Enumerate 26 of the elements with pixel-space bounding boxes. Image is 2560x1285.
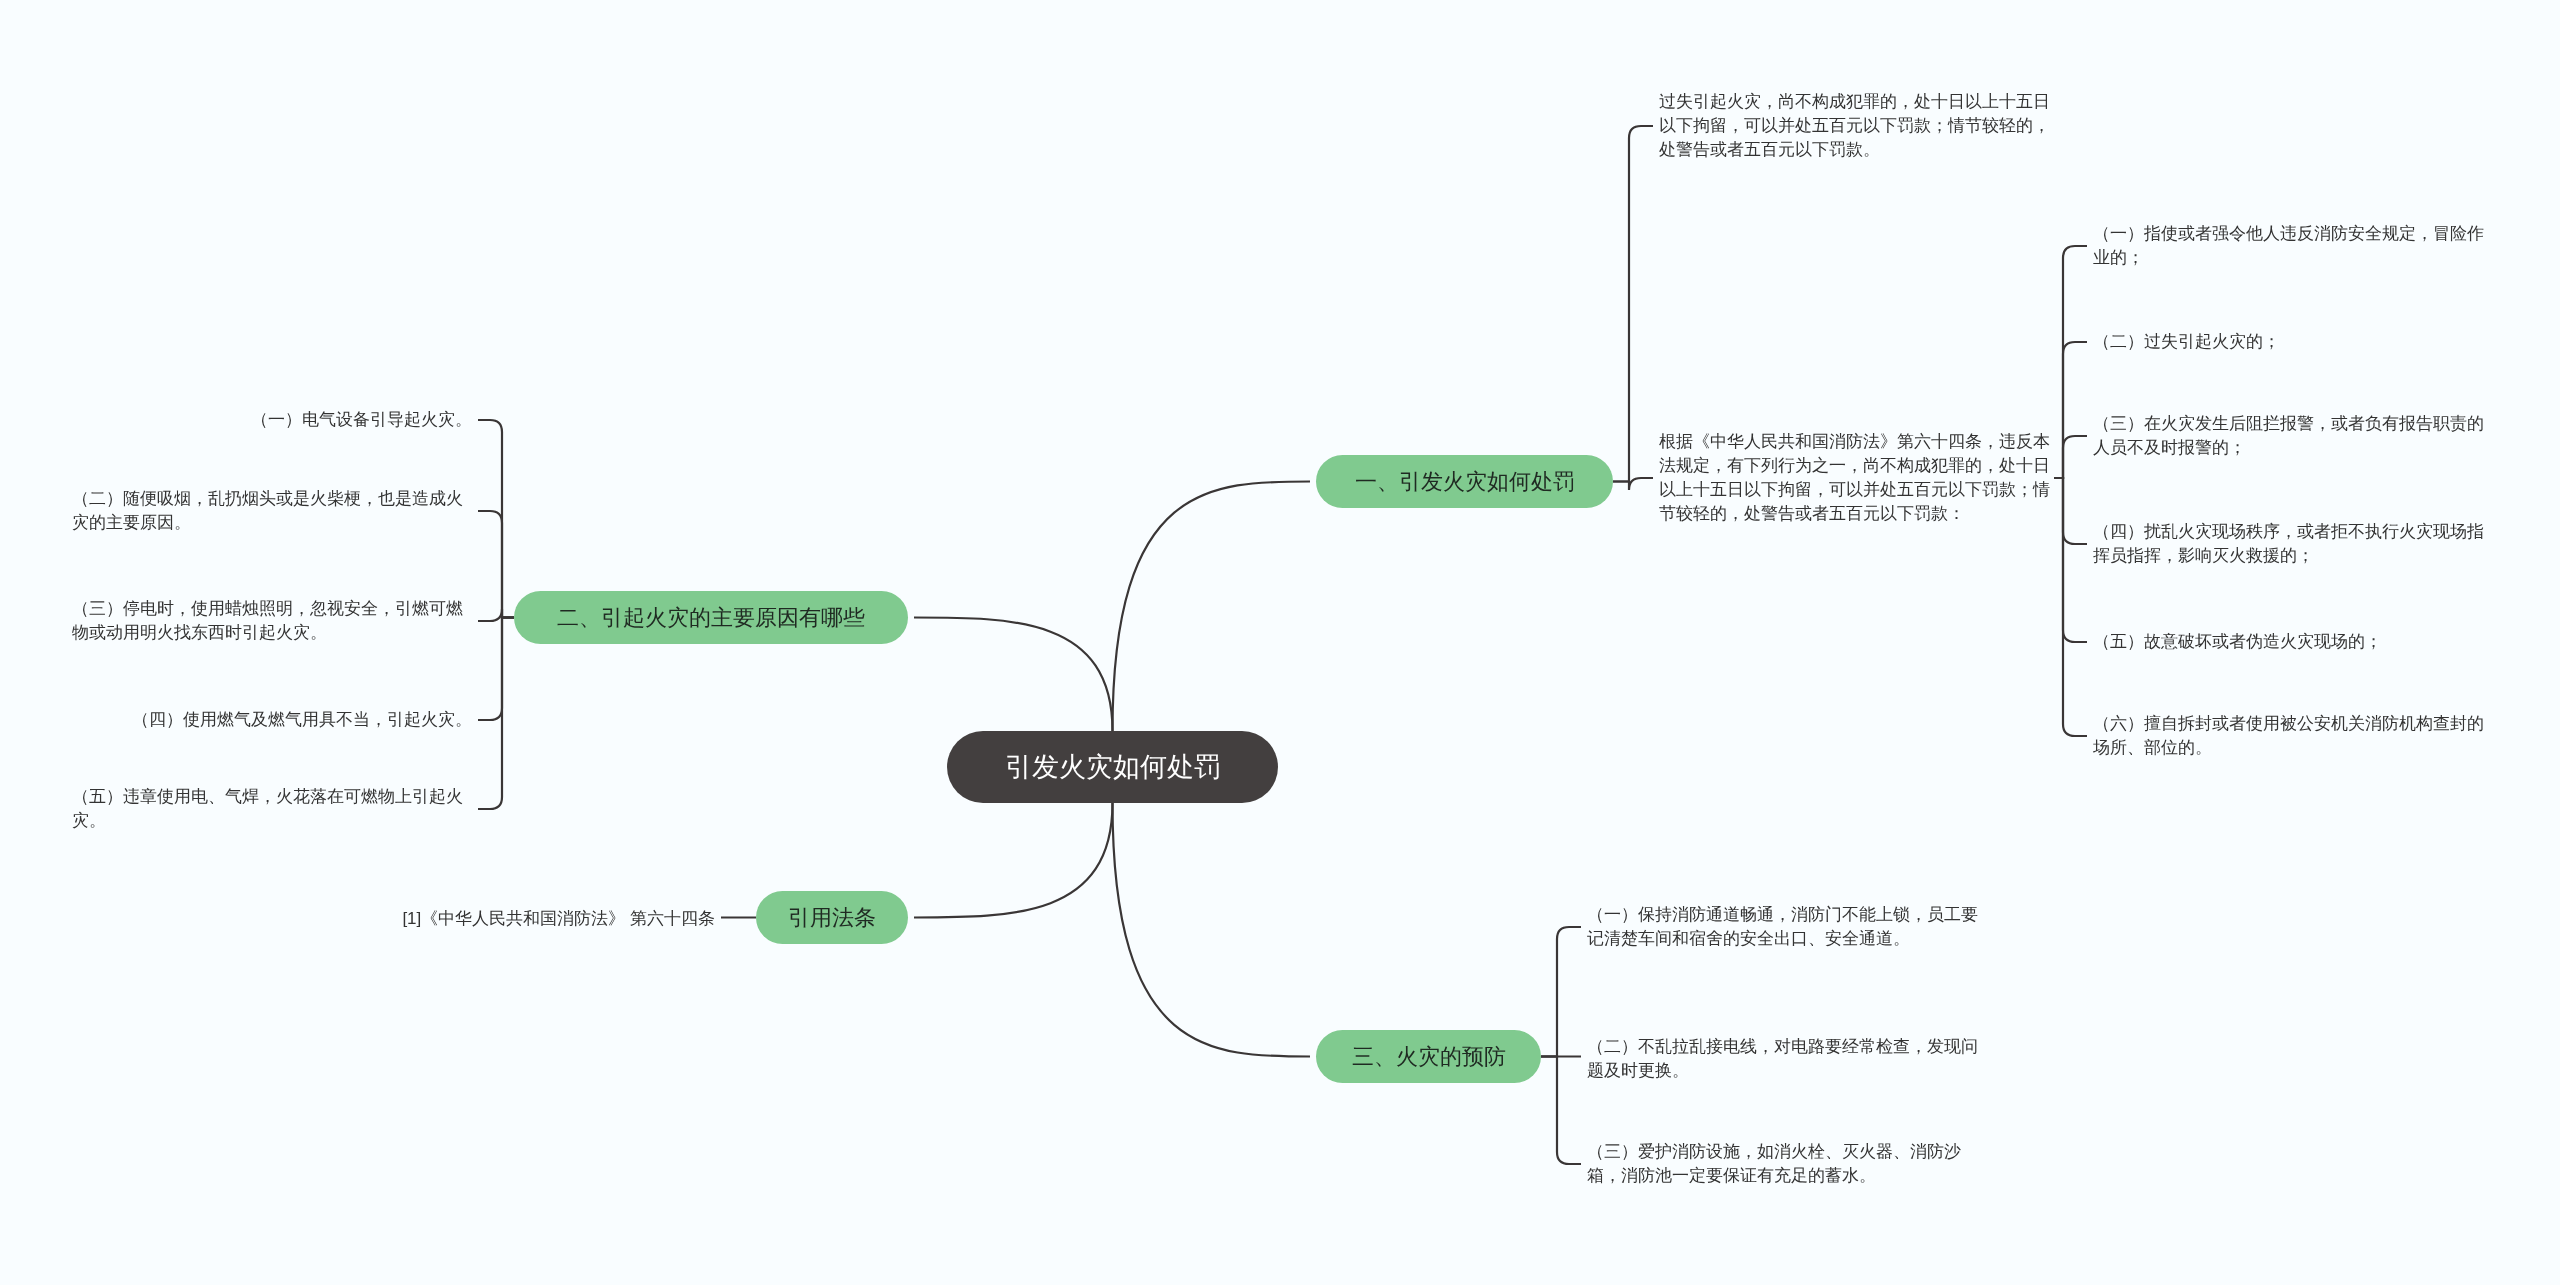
topic-text: （二）过失引起火灾的； (2093, 330, 2280, 354)
topic-text: （六）擅自拆封或者使用被公安机关消防机构查封的场所、部位的。 (2093, 712, 2493, 760)
topic-text: （三）停电时，使用蜡烛照明，忽视安全，引燃可燃物或动用明火找东西时引起火灾。 (72, 597, 472, 645)
connector-line (914, 616, 1114, 732)
branch-topic: 三、火灾的预防 (1316, 1030, 1541, 1083)
topic-text: （二）不乱拉乱接电线，对电路要经常检查，发现问题及时更换。 (1587, 1035, 1987, 1083)
topic-text: （四）使用燃气及燃气用具不当，引起火灾。 (132, 708, 472, 732)
connector-line (721, 916, 756, 919)
topic-text: （三）在火灾发生后阻拦报警，或者负有报告职责的人员不及时报警的； (2093, 412, 2493, 460)
topic-text: 根据《中华人民共和国消防法》第六十四条，违反本法规定，有下列行为之一，尚不构成犯罪的，处十日以上十五日以下拘留，可以并处五百元以下罚款；情节较轻的，处警告或者五百元以下罚款： (1659, 430, 2054, 526)
topic-text: （二）随便吸烟，乱扔烟头或是火柴梗，也是造成火灾的主要原因。 (72, 487, 472, 535)
topic-text: [1]《中华人民共和国消防法》 第六十四条 (402, 907, 715, 931)
topic-text: （四）扰乱火灾现场秩序，或者拒不执行火灾现场指挥员指挥，影响灭火救援的； (2093, 520, 2493, 568)
topic-text: （五）故意破坏或者伪造火灾现场的； (2093, 630, 2382, 654)
topic-text: （一）电气设备引导起火灾。 (251, 408, 472, 432)
topic-text: （一）指使或者强令他人违反消防安全规定，冒险作业的； (2093, 222, 2493, 270)
connector-line (1111, 802, 1310, 1058)
branch-topic: 二、引起火灾的主要原因有哪些 (514, 591, 908, 644)
branch-topic: 引用法条 (756, 891, 908, 944)
topic-text: （三）爱护消防设施，如消火栓、灭火器、消防沙箱，消防池一定要保证有充足的蓄水。 (1587, 1140, 1987, 1188)
topic-text: （一）保持消防通道畅通，消防门不能上锁，员工要记清楚车间和宿舍的安全出口、安全通道。 (1587, 903, 1987, 951)
topic-text: （五）违章使用电、气焊，火花落在可燃物上引起火灾。 (72, 785, 472, 833)
central-topic: 引发火灾如何处罚 (947, 731, 1278, 803)
branch-topic: 一、引发火灾如何处罚 (1316, 455, 1613, 508)
topic-text: 过失引起火灾，尚不构成犯罪的，处十日以上十五日以下拘留，可以并处五百元以下罚款；情节较轻的，处警告或者五百元以下罚款。 (1659, 90, 2054, 162)
connector-line (1613, 476, 1653, 492)
